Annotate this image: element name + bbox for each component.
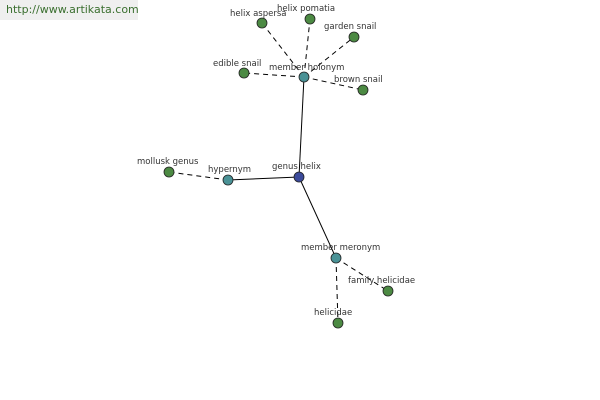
node-hypernym[interactable] <box>222 174 234 186</box>
node-brown-snail[interactable] <box>357 84 369 96</box>
labels-layer: genus helix member holonym hypernym member … <box>137 4 415 318</box>
node-garden-snail[interactable] <box>348 31 360 43</box>
label-family-helicidae: family helicidae <box>348 276 415 286</box>
node-family-helicidae[interactable] <box>382 285 394 297</box>
node-helix-pomatia[interactable] <box>304 13 316 25</box>
edge-member-meronym-to-family-helicidae <box>335 257 389 292</box>
edge-member-holonym-to-edible-snail <box>243 72 305 78</box>
label-hypernym: hypernym <box>208 165 251 175</box>
edge-member-holonym-to-helix-aspersa <box>261 22 305 78</box>
edge-member-holonym-to-garden-snail <box>303 36 355 78</box>
node-helicidae[interactable] <box>332 317 344 329</box>
edge-hypernym-to-mollusk-genus <box>168 171 229 181</box>
node-genus-helix[interactable] <box>293 171 305 183</box>
label-helicidae: helicidae <box>314 308 352 318</box>
label-member-meronym: member meronym <box>301 243 380 253</box>
label-helix-pomatia: helix pomatia <box>277 4 335 14</box>
node-member-holonym[interactable] <box>298 71 310 83</box>
watermark-link[interactable]: http://www.artikata.com <box>0 0 139 20</box>
node-edible-snail[interactable] <box>238 67 250 79</box>
edge-member-meronym-to-helicidae <box>335 257 339 324</box>
label-helix-aspersa: helix aspersa <box>230 9 286 19</box>
node-helix-aspersa[interactable] <box>256 17 268 29</box>
label-brown-snail: brown snail <box>334 75 383 85</box>
edges-layer <box>168 18 389 324</box>
edge-genus-helix-to-member-holonym <box>298 76 305 178</box>
label-member-holonym: member holonym <box>269 63 344 73</box>
nodes-layer <box>163 13 394 329</box>
label-edible-snail: edible snail <box>213 59 261 69</box>
label-mollusk-genus: mollusk genus <box>137 157 199 167</box>
edge-genus-helix-to-member-meronym <box>298 176 337 259</box>
node-member-meronym[interactable] <box>330 252 342 264</box>
edge-genus-helix-to-hypernym <box>227 176 300 181</box>
edge-member-holonym-to-helix-pomatia <box>303 18 311 78</box>
edge-member-holonym-to-brown-snail <box>303 76 364 91</box>
label-garden-snail: garden snail <box>324 22 376 32</box>
label-genus-helix: genus helix <box>272 162 321 172</box>
node-mollusk-genus[interactable] <box>163 166 175 178</box>
